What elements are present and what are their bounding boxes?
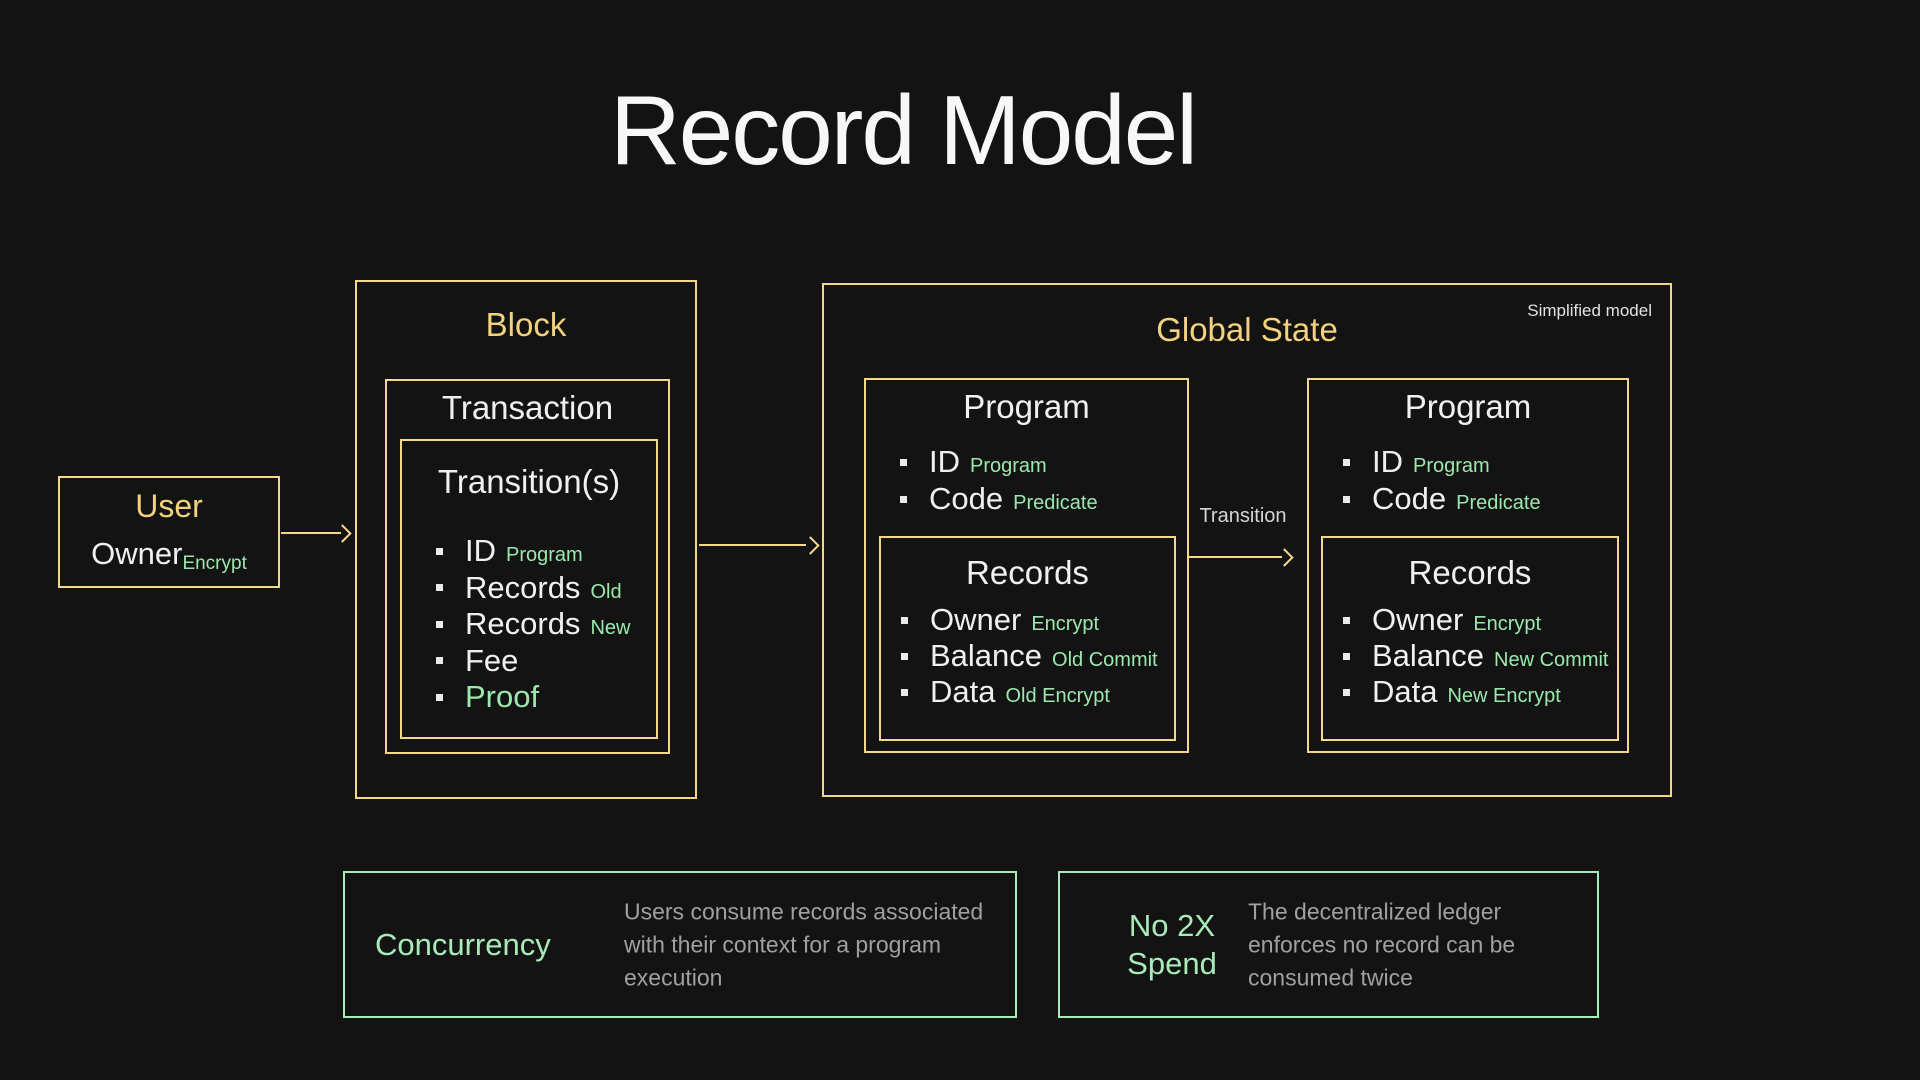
- field-label: ID: [929, 444, 960, 479]
- no-2x-spend-callout-box: No 2X Spend The decentralized ledger enf…: [1058, 871, 1599, 1018]
- program-box-old: Program ID Program Code Predicate Record…: [864, 378, 1189, 753]
- list-item: Data Old Encrypt: [901, 674, 1158, 710]
- global-state-title: Global State: [1156, 311, 1338, 348]
- list-item: Records Old: [436, 570, 630, 607]
- arrow-block-to-global-line: [699, 543, 806, 546]
- program-title: Program: [963, 388, 1090, 425]
- list-item: Code Predicate: [1343, 481, 1541, 518]
- list-item: ID Program: [436, 533, 630, 570]
- records-fields-list: Owner Encrypt Balance Old Commit Data Ol…: [901, 602, 1158, 710]
- field-label: Proof: [465, 679, 540, 714]
- list-item: Data New Encrypt: [1343, 674, 1608, 710]
- field-label: Data: [1372, 674, 1438, 709]
- bullet-square-icon: [900, 459, 907, 466]
- field-sub-label: New Commit: [1494, 649, 1609, 671]
- list-item: Code Predicate: [900, 481, 1098, 518]
- bullet-square-icon: [436, 657, 443, 665]
- program-fields-list: ID Program Code Predicate: [900, 444, 1098, 518]
- program-title: Program: [1404, 388, 1532, 425]
- owner-label: Owner: [91, 536, 183, 571]
- block-title: Block: [485, 306, 567, 343]
- records-title: Records: [1408, 554, 1532, 591]
- global-state-box: Global State Simplified model Program ID…: [822, 283, 1672, 797]
- no-2x-spend-title: No 2X Spend: [1127, 907, 1217, 981]
- transitions-list: ID Program Records Old Records New: [436, 533, 630, 716]
- list-item: Proof: [436, 679, 630, 716]
- bullet-square-icon: [436, 547, 443, 555]
- list-item: ID Program: [1343, 444, 1541, 481]
- field-sub-label: New: [590, 617, 631, 639]
- field-sub-label: New Encrypt: [1447, 685, 1561, 707]
- page-title: Record Model: [609, 75, 1198, 185]
- block-box: Block Transaction Transition(s) ID Progr…: [355, 280, 697, 799]
- field-label: Owner: [1372, 602, 1464, 637]
- field-label: Balance: [930, 638, 1043, 673]
- transaction-title: Transaction: [441, 389, 614, 426]
- field-label: Records: [465, 606, 581, 641]
- field-label: Code: [929, 481, 1004, 516]
- program-box-new: Program ID Program Code Predicate Record…: [1307, 378, 1629, 753]
- list-item: Owner Encrypt: [1343, 602, 1608, 638]
- records-box-old: Records Owner Encrypt Balance Old Commit: [879, 536, 1176, 741]
- list-item: ID Program: [900, 444, 1098, 481]
- field-sub-label: Old Commit: [1052, 649, 1158, 671]
- simplified-model-note: Simplified model: [1527, 301, 1652, 320]
- bullet-square-icon: [1343, 616, 1350, 624]
- records-title: Records: [966, 554, 1089, 591]
- field-label: ID: [1372, 444, 1403, 479]
- list-item: Balance New Commit: [1343, 638, 1608, 674]
- field-label: Fee: [465, 642, 519, 678]
- arrow-user-to-block-head-icon: [333, 523, 352, 543]
- bullet-square-icon: [1343, 496, 1350, 503]
- concurrency-callout-box: Concurrency Users consume records associ…: [343, 871, 1017, 1018]
- field-label: Balance: [1372, 638, 1485, 673]
- records-box-new: Records Owner Encrypt Balance New Commit: [1321, 536, 1619, 741]
- bullet-square-icon: [1343, 688, 1350, 696]
- field-label: Code: [1372, 481, 1447, 516]
- records-fields-list: Owner Encrypt Balance New Commit Data Ne…: [1343, 602, 1608, 710]
- field-sub-label: Predicate: [1456, 492, 1541, 514]
- program-fields-list: ID Program Code Predicate: [1343, 444, 1541, 518]
- no-2x-spend-description: The decentralized ledger enforces no rec…: [1248, 898, 1516, 990]
- bullet-square-icon: [436, 693, 443, 701]
- field-sub-label: Encrypt: [1031, 613, 1100, 635]
- user-box-title: User: [135, 488, 203, 524]
- field-sub-label: Program: [506, 544, 583, 566]
- field-sub-label: Program: [1413, 455, 1490, 477]
- field-label: ID: [465, 533, 496, 568]
- field-label: Owner: [930, 602, 1022, 637]
- list-item: Records New: [436, 606, 630, 643]
- transitions-title: Transition(s): [437, 463, 621, 500]
- concurrency-description: Users consume records associated with th…: [624, 898, 984, 990]
- bullet-square-icon: [1343, 652, 1350, 660]
- bullet-square-icon: [901, 652, 908, 660]
- arrow-block-to-global-head-icon: [801, 535, 820, 555]
- field-sub-label: Old: [590, 580, 622, 603]
- transition-arrow-label: Transition: [1199, 505, 1287, 527]
- owner-sub-label: Encrypt: [182, 553, 247, 574]
- transitions-box: Transition(s) ID Program Records Old: [400, 439, 658, 739]
- user-box: User OwnerEncrypt: [58, 476, 280, 588]
- arrow-transition-line: [1189, 555, 1282, 558]
- list-item: Fee: [436, 643, 630, 680]
- list-item: Balance Old Commit: [901, 638, 1158, 674]
- arrow-user-to-block-line: [281, 531, 341, 534]
- field-label: Records: [465, 569, 581, 605]
- bullet-square-icon: [900, 496, 907, 503]
- bullet-square-icon: [436, 584, 443, 592]
- bullet-square-icon: [901, 688, 908, 696]
- transaction-box: Transaction Transition(s) ID Program Rec…: [385, 379, 670, 754]
- concurrency-title: Concurrency: [375, 926, 551, 962]
- field-sub-label: Program: [970, 455, 1047, 477]
- field-label: Data: [930, 674, 996, 709]
- bullet-square-icon: [436, 620, 443, 628]
- field-sub-label: Old Encrypt: [1005, 685, 1110, 707]
- bullet-square-icon: [1343, 459, 1350, 466]
- list-item: Owner Encrypt: [901, 602, 1158, 638]
- bullet-square-icon: [901, 616, 908, 624]
- field-sub-label: Predicate: [1013, 492, 1098, 514]
- field-sub-label: Encrypt: [1473, 613, 1542, 635]
- user-owner-line: OwnerEncrypt: [60, 536, 278, 575]
